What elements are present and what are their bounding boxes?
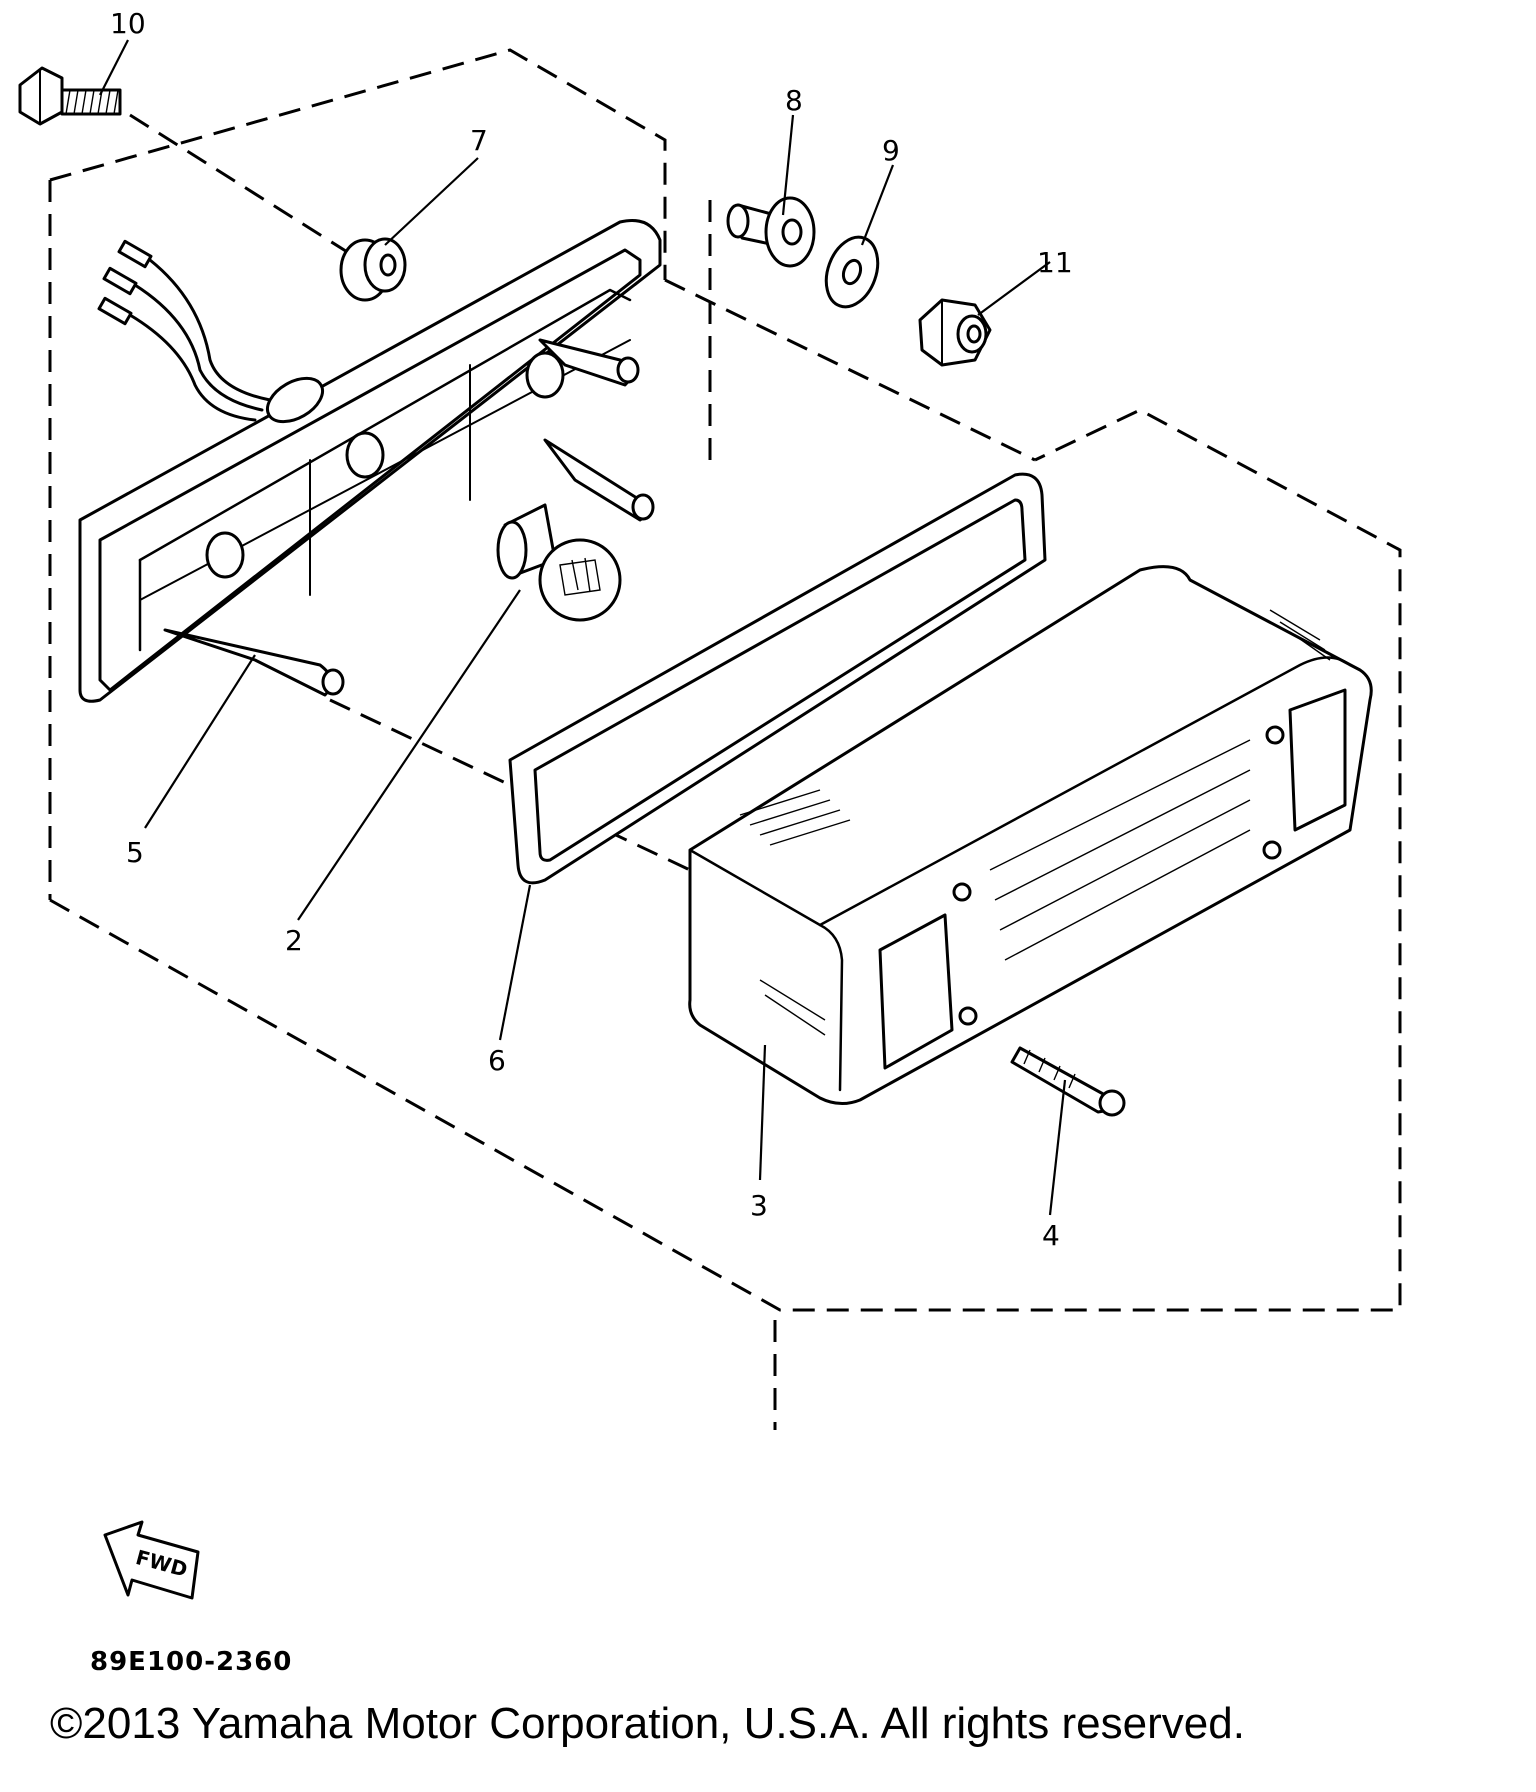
assembly-boundary-dashed	[48, 48, 1402, 1430]
wire-connectors	[97, 239, 153, 326]
copyright-notice: ©2013 Yamaha Motor Corporation, U.S.A. A…	[50, 1699, 1245, 1748]
callout-9: 9	[882, 134, 900, 167]
callout-6: 6	[488, 1044, 506, 1077]
part-7-grommet	[339, 237, 407, 302]
callout-2: 2	[285, 924, 303, 957]
part-3-lens	[688, 565, 1373, 1105]
callout-11: 11	[1037, 246, 1073, 279]
callout-10: 10	[110, 7, 146, 40]
part-6-gasket	[508, 472, 1047, 885]
part-10-bolt	[18, 66, 122, 126]
fwd-arrow-icon: FWD	[103, 1520, 200, 1600]
callout-8: 8	[785, 84, 803, 117]
leader-lines	[99, 39, 1067, 1216]
drawing-code: 89E100-2360	[90, 1647, 292, 1677]
callout-7: 7	[470, 124, 488, 157]
callout-3: 3	[750, 1189, 768, 1222]
callout-4: 4	[1042, 1219, 1060, 1252]
part-5-lamp-housing	[78, 219, 662, 703]
callouts: 10 7 8 9 11 5 2 6 3 4	[110, 7, 1073, 1252]
callout-5: 5	[126, 836, 144, 869]
part-8-collar	[726, 196, 816, 268]
part-9-washer	[824, 235, 880, 309]
part-2-bulb	[496, 503, 622, 622]
part-4-screw	[1010, 1046, 1126, 1117]
part-11-nut	[918, 298, 992, 367]
